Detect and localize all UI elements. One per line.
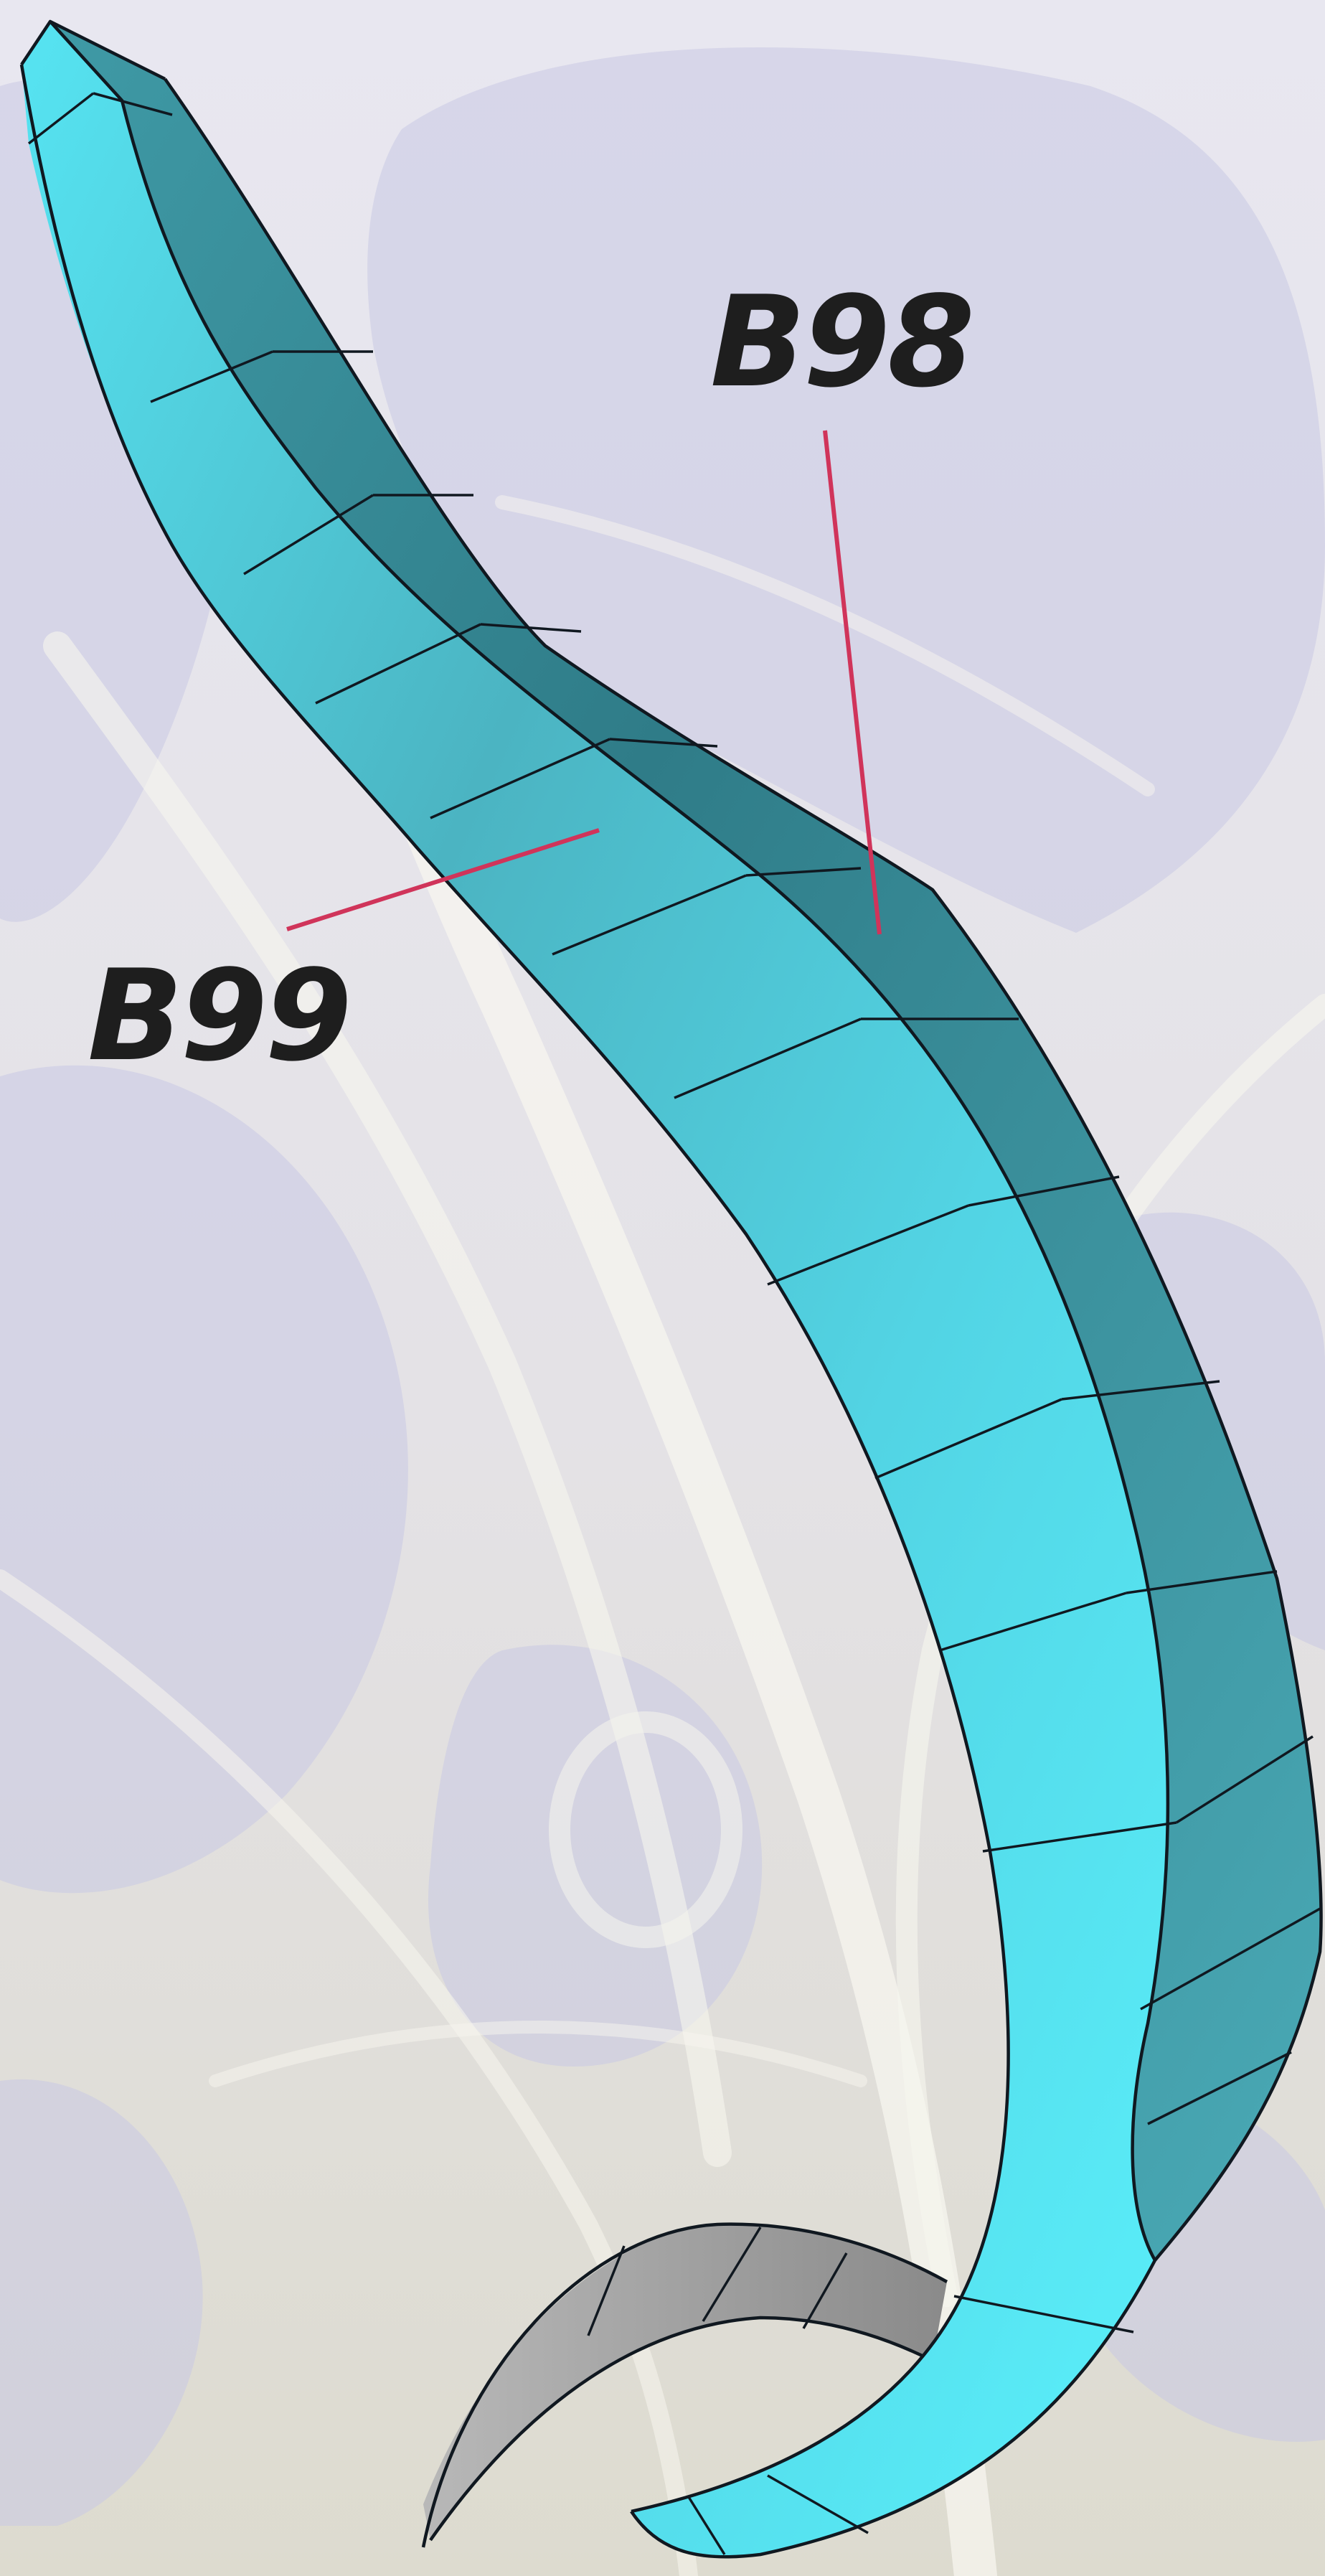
callout-b99[interactable]: B99 bbox=[88, 828, 600, 1089]
callout-b98-label: B98 bbox=[710, 270, 972, 415]
tail-strip bbox=[421, 2222, 948, 2548]
part-b98[interactable] bbox=[50, 22, 1321, 2260]
model-outlines bbox=[19, 19, 1323, 2559]
callout-b98[interactable]: B98 bbox=[710, 270, 975, 935]
part-b99[interactable] bbox=[22, 22, 1168, 2557]
callout-b99-label: B99 bbox=[88, 944, 349, 1089]
callout-b98-leader bbox=[823, 430, 882, 935]
segment-ribs bbox=[27, 92, 1321, 2555]
callout-b99-leader bbox=[286, 828, 600, 931]
